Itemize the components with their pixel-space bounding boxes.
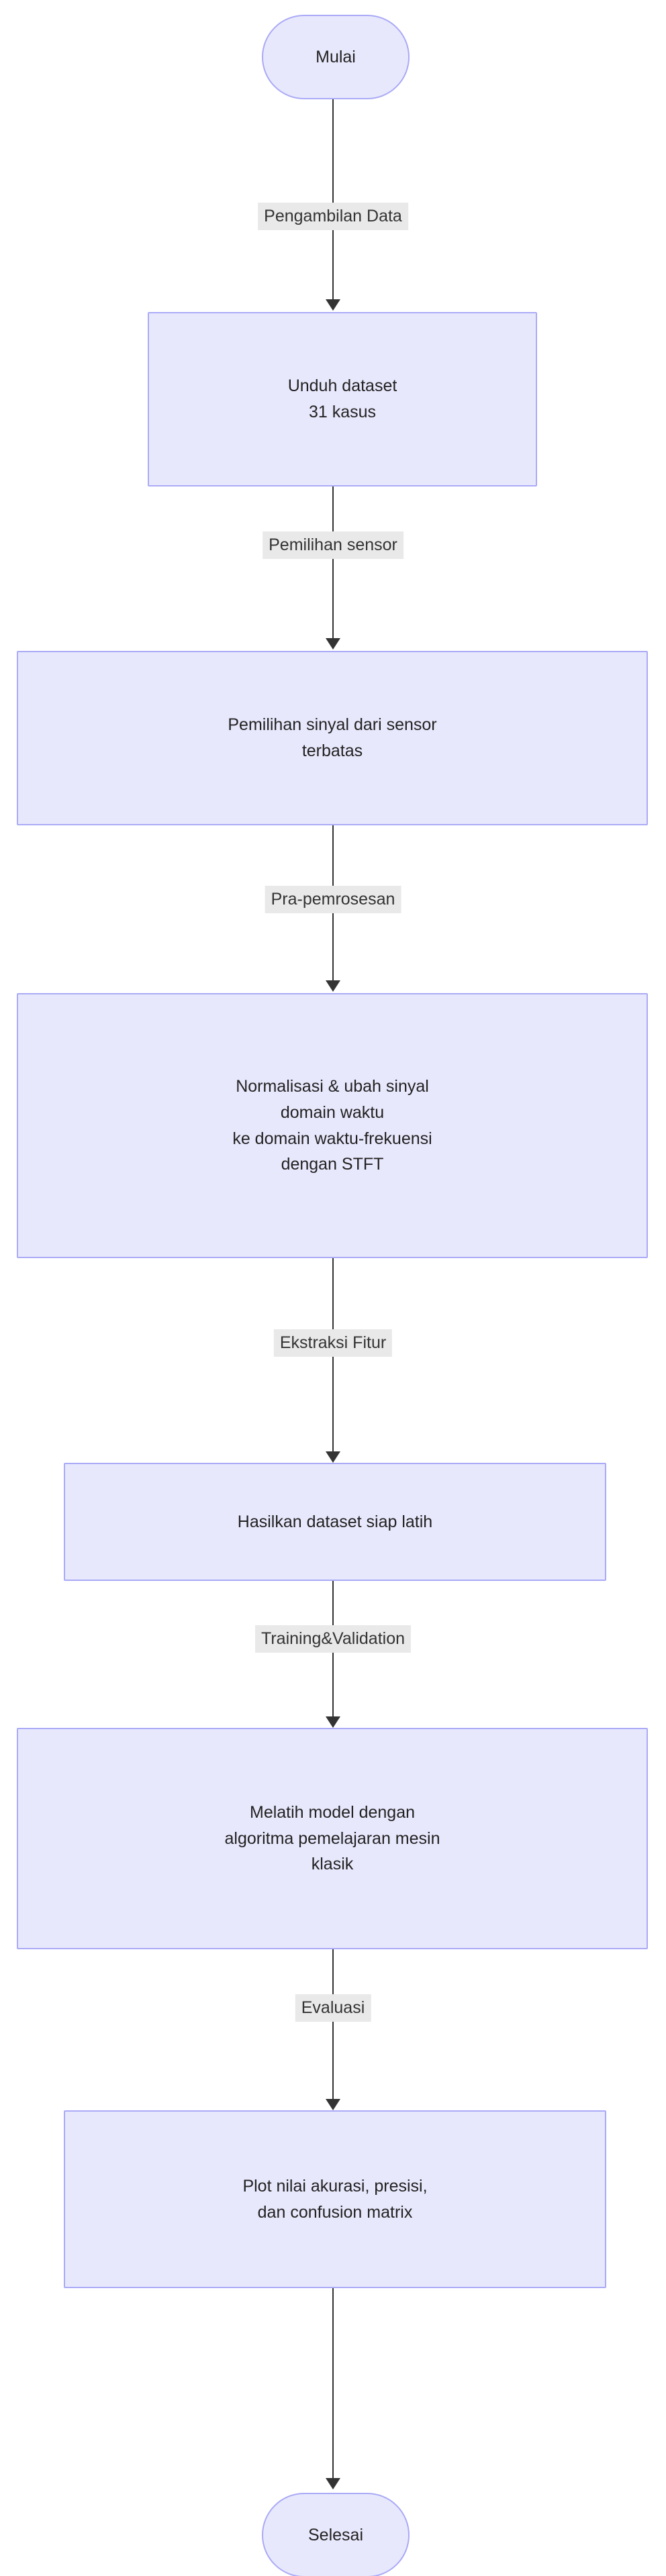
edge-download-select-arrow — [326, 638, 340, 650]
edge-label-training-validation: Training&Validation — [254, 1625, 412, 1653]
node-hasilkan-dataset[interactable]: Hasilkan dataset siap latih — [64, 1463, 606, 1581]
node-hasilkan-dataset-label: Hasilkan dataset siap latih — [237, 1512, 433, 1531]
edge-label-pemilihan-sensor: Pemilihan sensor — [263, 531, 403, 560]
edge-train-plot-arrow — [326, 2099, 340, 2110]
edge-dataset-train-arrow — [326, 1716, 340, 1728]
edge-plot-end-arrow — [326, 2478, 340, 2489]
node-unduh-dataset[interactable]: Unduh dataset 31 kasus — [148, 312, 537, 486]
node-melatih-model[interactable]: Melatih model dengan algoritma pemelajar… — [17, 1728, 648, 1949]
edge-preprocess-dataset-arrow — [326, 1451, 340, 1463]
node-start-label: Mulai — [316, 47, 356, 66]
edge-train-plot-line — [332, 1949, 334, 2100]
node-end-label: Selesai — [308, 2525, 363, 2544]
edge-plot-end-line — [332, 2288, 334, 2479]
node-end-selesai[interactable]: Selesai — [262, 2493, 410, 2576]
node-plot-evaluasi-label: Plot nilai akurasi, presisi, dan confusi… — [242, 2176, 428, 2222]
node-melatih-model-label: Melatih model dengan algoritma pemelajar… — [224, 1802, 440, 1874]
node-normalisasi-stft-label: Normalisasi & ubah sinyal domain waktu k… — [232, 1077, 432, 1174]
edge-start-download-line — [332, 99, 334, 301]
edge-label-ekstraksi-fitur: Ekstraksi Fitur — [273, 1329, 393, 1357]
edge-label-evaluasi: Evaluasi — [295, 1994, 371, 2022]
node-pemilihan-sinyal[interactable]: Pemilihan sinyal dari sensor terbatas — [17, 651, 648, 825]
edge-download-select-line — [332, 486, 334, 639]
node-start-mulai[interactable]: Mulai — [262, 15, 410, 99]
edge-start-download-arrow — [326, 299, 340, 311]
edge-label-pra-pemrosesan: Pra-pemrosesan — [265, 886, 401, 914]
node-normalisasi-stft[interactable]: Normalisasi & ubah sinyal domain waktu k… — [17, 993, 648, 1258]
node-plot-evaluasi[interactable]: Plot nilai akurasi, presisi, dan confusi… — [64, 2110, 606, 2288]
node-unduh-dataset-label: Unduh dataset 31 kasus — [287, 376, 397, 421]
edge-label-pengambilan-data: Pengambilan Data — [258, 203, 408, 231]
edge-select-preprocess-arrow — [326, 980, 340, 992]
node-pemilihan-sinyal-label: Pemilihan sinyal dari sensor terbatas — [228, 715, 437, 760]
